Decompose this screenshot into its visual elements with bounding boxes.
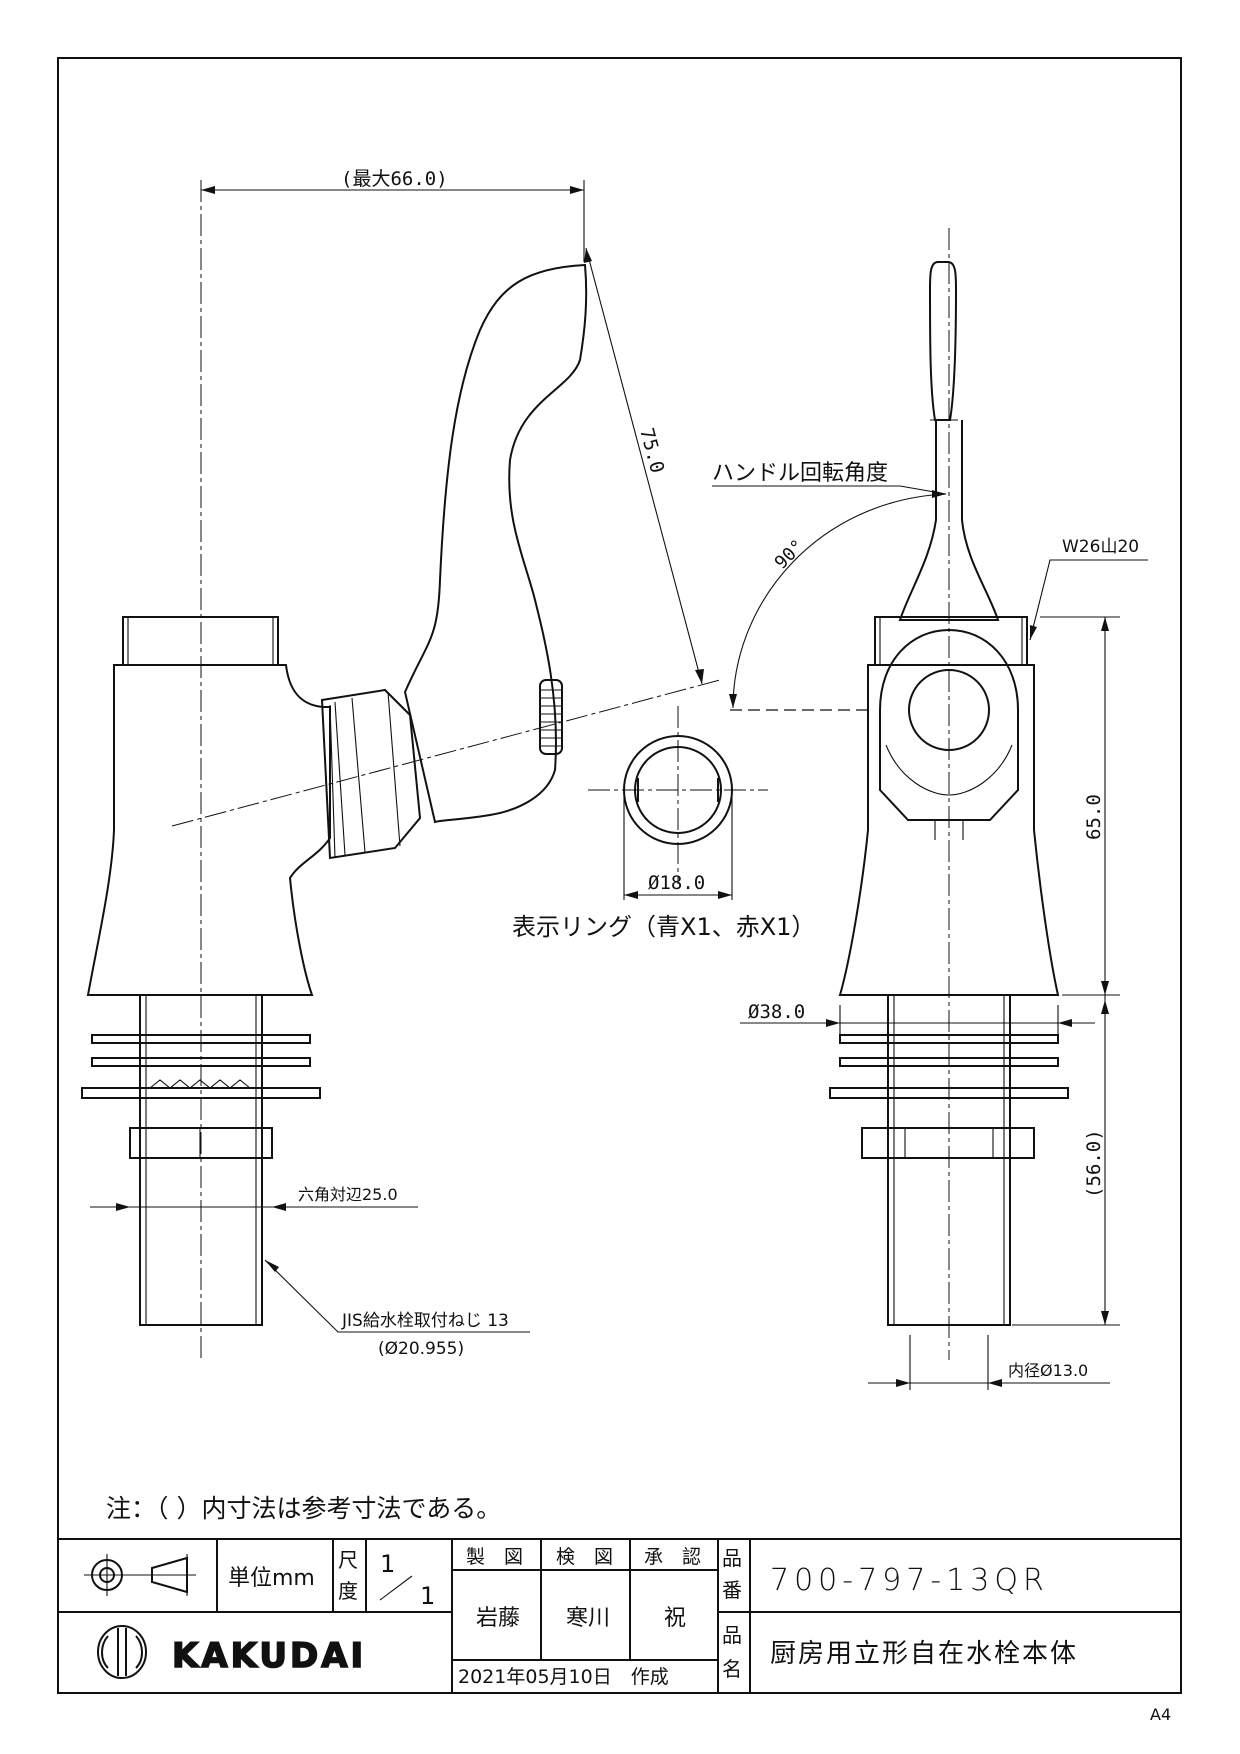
projection-symbol-icon [84,1554,196,1596]
checked-label: 検 図 [556,1546,613,1568]
reference-note: 注：（ ）内寸法は参考寸法である。 [106,1494,501,1523]
scale-numerator: 1 [380,1550,395,1578]
angle-90-label: 90° [771,536,809,574]
jis-dia-label: (Ø20.955) [378,1339,464,1359]
title-block: 単位mm 尺 度 1 1 製 図 検 図 承 認 岩藤 寒川 祝 2021年05… [57,1538,1182,1694]
part-no-label-1: 品 [722,1546,742,1570]
checked-by: 寒川 [566,1606,610,1631]
front-view: 90° ハンドル回転角度 W26山20 65.0 (56.0) Ø38.0 [712,228,1148,1390]
inner-dia-dim: 内径Ø13.0 [1008,1361,1088,1380]
scale-label-1: 尺 [338,1548,358,1572]
dia-38-dim: Ø38.0 [748,1001,805,1023]
unit-label: 単位mm [228,1566,315,1591]
name-label-2: 名 [722,1657,742,1681]
side-view: (最大66.0) 75.0 六角対辺25.0 JIS給水栓取付ねじ 13 (Ø2… [81,168,721,1360]
approved-by: 祝 [664,1606,686,1631]
approved-label: 承 認 [644,1546,701,1568]
paper-size: A4 [1150,1705,1171,1724]
jis-thread-label: JIS給水栓取付ねじ 13 [341,1311,509,1331]
kakudai-logo: KAKUDAI [97,1625,366,1679]
part-number: 700-797-13QR [770,1563,1049,1598]
height-65-dim: 65.0 [1083,794,1105,840]
date-created: 2021年05月10日 作成 [458,1666,669,1688]
ring-note: 表示リング（青X1、赤X1） [512,913,815,941]
brand-name: KAKUDAI [172,1636,366,1676]
max-width-dim: (最大66.0) [341,168,448,190]
product-name: 厨房用立形自在水栓本体 [770,1639,1078,1669]
thread-w26-label: W26山20 [1062,537,1139,557]
scale-denominator: 1 [420,1582,435,1610]
handle-angle-label: ハンドル回転角度 [712,461,888,486]
scale-label-2: 度 [338,1579,358,1603]
name-label-1: 品 [722,1623,742,1647]
drawing-frame [57,57,1182,1694]
drawn-by: 岩藤 [476,1606,520,1631]
drawn-label: 製 図 [466,1546,523,1568]
ring-dia-dim: Ø18.0 [648,872,705,894]
part-no-label-2: 番 [722,1578,742,1602]
height-56-dim: (56.0) [1083,1129,1105,1198]
hex-25-dim: 六角対辺25.0 [298,1185,398,1204]
display-ring-detail: Ø18.0 表示リング（青X1、赤X1） [512,706,815,941]
